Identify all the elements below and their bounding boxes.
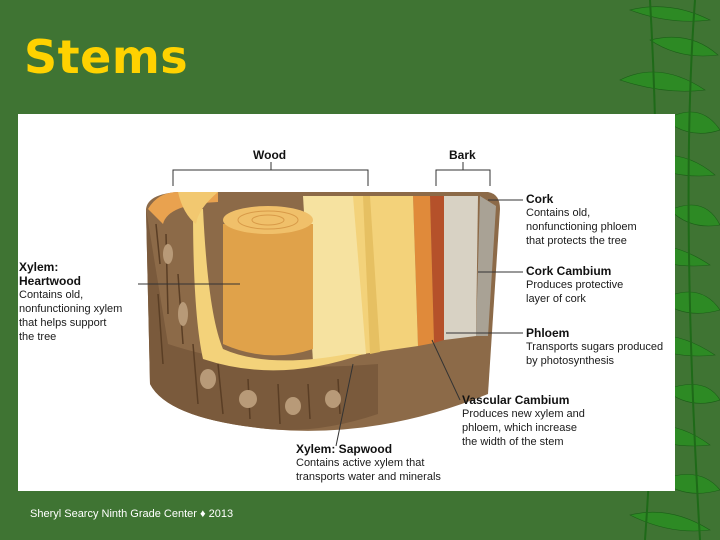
cork-cambium-name: Cork Cambium	[526, 264, 612, 278]
heartwood-desc-1: Contains old,	[19, 289, 84, 301]
label-wood: Wood	[253, 148, 287, 162]
cork-cambium-desc-1: Produces protective	[526, 279, 624, 291]
phloem-desc-1: Transports sugars produced	[526, 341, 664, 353]
vascular-cambium-name: Vascular Cambium	[462, 393, 570, 407]
label-heartwood: Xylem: Heartwood Contains old, nonfuncti…	[19, 260, 122, 344]
slide-title: Stems	[24, 30, 189, 84]
cork-name: Cork	[526, 192, 554, 206]
sapwood-desc-1: Contains active xylem that	[296, 457, 425, 469]
label-cork-cambium: Cork Cambium Produces protective layer o…	[526, 264, 623, 306]
heartwood-desc-3: that helps support	[19, 317, 107, 329]
phloem-desc-2: by photosynthesis	[526, 355, 615, 367]
heartwood-desc-2: nonfunctioning xylem	[19, 303, 123, 315]
cork-desc-1: Contains old,	[526, 207, 591, 219]
cork-desc-2: nonfunctioning phloem	[526, 221, 637, 233]
sapwood-name: Xylem: Sapwood	[296, 442, 393, 456]
heartwood-name-2: Heartwood	[19, 274, 82, 288]
label-sapwood: Xylem: Sapwood Contains active xylem tha…	[296, 442, 441, 484]
sapwood-desc-2: transports water and minerals	[296, 471, 441, 483]
label-bark: Bark	[449, 148, 476, 162]
heartwood-desc-4: the tree	[19, 331, 57, 343]
vascular-cambium-desc-2: phloem, which increase	[462, 422, 577, 434]
diagram-panel: Wood Bark Cork Contains old, nonfunction…	[18, 114, 675, 491]
cork-desc-3: that protects the tree	[526, 235, 627, 247]
phloem-name: Phloem	[526, 326, 570, 340]
label-cork: Cork Contains old, nonfunctioning phloem…	[526, 192, 637, 248]
stem-cross-section-illustration	[138, 162, 523, 447]
vascular-cambium-desc-1: Produces new xylem and	[462, 408, 585, 420]
vascular-cambium-desc-3: the width of the stem	[462, 436, 564, 448]
heartwood-name-1: Xylem:	[19, 260, 59, 274]
slide-footer: Sheryl Searcy Ninth Grade Center ♦ 2013	[30, 508, 234, 520]
cork-cambium-desc-2: layer of cork	[526, 293, 586, 305]
label-phloem: Phloem Transports sugars produced by pho…	[526, 326, 663, 368]
label-vascular-cambium: Vascular Cambium Produces new xylem and …	[462, 393, 585, 449]
